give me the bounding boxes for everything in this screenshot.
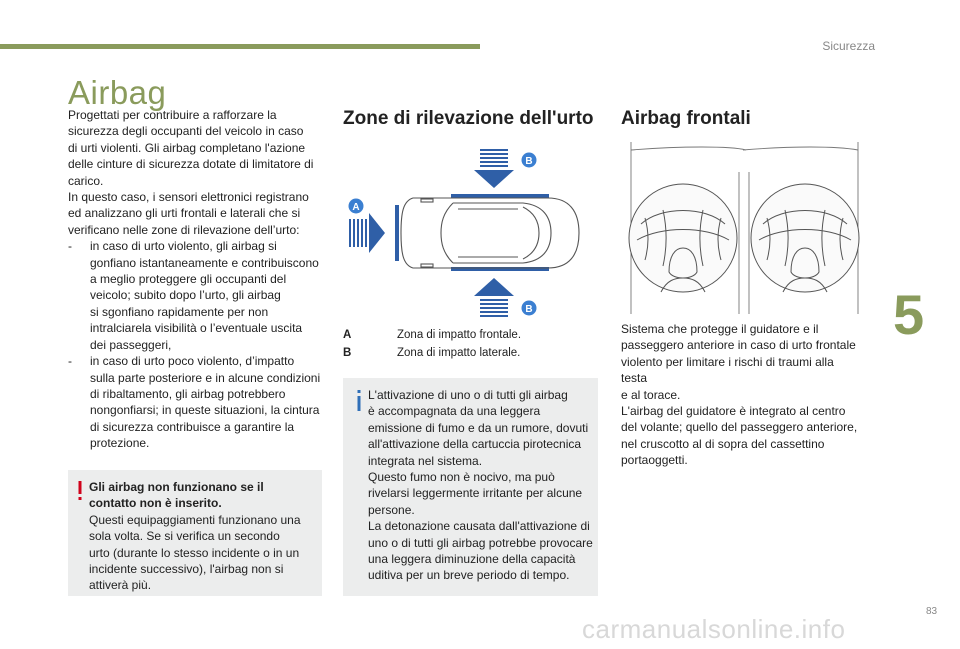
bullet-line: protezione. xyxy=(90,436,150,451)
frontal-line: e al torace. xyxy=(621,387,681,402)
label-a-badge xyxy=(348,198,364,214)
legend-row: B Zona di impatto laterale. xyxy=(343,347,598,365)
side-impact-arrow-top xyxy=(474,149,514,188)
info-line: è accompagnata da una leggera xyxy=(368,404,541,419)
label-b-bottom: B xyxy=(525,304,532,315)
info-line: Questo fumo non è nocivo, ma può xyxy=(368,470,555,485)
front-impact-arrow xyxy=(349,213,385,253)
intro-text: Progettati per contribuire a rafforzare … xyxy=(68,107,324,452)
frontal-airbags-heading: Airbag frontali xyxy=(621,108,751,129)
intro-line: carico. xyxy=(68,173,104,188)
warning-box xyxy=(68,470,322,596)
warning-line: attiverà più. xyxy=(89,578,152,593)
info-line: L'attivazione di uno o di tutti gli airb… xyxy=(368,388,568,402)
impact-zones-heading: Zone di rilevazione dell'urto xyxy=(343,108,594,129)
intro-line: ed analizzano gli urti frontali e latera… xyxy=(68,206,301,221)
info-line: persone. xyxy=(368,502,415,517)
bullet-line: si sgonfiano rapidamente per non xyxy=(90,304,269,319)
bullet-item: - in caso di urto poco violento, d’impat… xyxy=(68,353,324,451)
warning-line: urto (durante lo stesso incidente o in u… xyxy=(89,545,300,560)
intro-line: verificano nelle zone di rilevazione del… xyxy=(68,222,300,237)
bullet-line: in caso di urto poco violento, d’impatto xyxy=(90,354,295,369)
bullet-line: veicolo; subito dopo l’urto, gli airbag xyxy=(90,288,281,303)
bullet-line: a meglio proteggere gli occupanti del xyxy=(90,272,287,287)
info-line: rivelarsi leggermente irritante per alcu… xyxy=(368,486,583,501)
info-line: all'attivazione della cartuccia pirotecn… xyxy=(368,437,582,452)
info-icon xyxy=(357,390,361,411)
info-line: una leggera diminuzione della capacità xyxy=(368,552,576,567)
driver-airbag xyxy=(628,183,738,293)
bullet-line: di ribaltamento, gli airbag potrebbero xyxy=(90,386,286,401)
side-impact-arrow-bottom xyxy=(474,278,514,317)
header-bar xyxy=(0,44,480,49)
bullet-line: di sicurezza contribuisce a garantire la xyxy=(90,419,295,434)
intro-line: di urti violenti. Gli airbag completano … xyxy=(68,140,306,155)
bullet-line: intralciarela visibilità o l’eventuale u… xyxy=(90,321,303,336)
intro-line: Progettati per contribuire a rafforzare … xyxy=(68,108,277,122)
legend-key: B xyxy=(343,347,352,359)
intro-line: In questo caso, i sensori elettronici re… xyxy=(68,190,309,205)
frontal-line: portaoggetti. xyxy=(621,453,688,468)
impact-zones-diagram: B A B xyxy=(348,149,580,317)
frontal-line: nel cruscotto al di sopra del cassettino xyxy=(621,436,825,451)
intro-line: sicurezza degli occupanti del veicolo in… xyxy=(68,124,304,139)
label-b-top-badge xyxy=(521,152,537,168)
legend-key: A xyxy=(343,329,352,341)
bullet-item: - in caso di urto violento, gli airbag s… xyxy=(68,238,324,353)
bullet-line: gonfiano istantaneamente e contribuiscon… xyxy=(90,255,319,270)
frontal-line: del volante; quello del passeggero anter… xyxy=(621,420,858,435)
intro-line: delle cinture di sicurezza dotate di lim… xyxy=(68,157,314,172)
info-text: L'attivazione di uno o di tutti gli airb… xyxy=(368,387,594,584)
frontal-line: violento per limitare i rischi di traumi… xyxy=(621,354,834,386)
warning-bold-line: Gli airbag non funzionano se il xyxy=(89,480,264,494)
info-line: emissione di fumo e da un rumore, dovuti xyxy=(368,420,589,435)
label-b-bottom-badge xyxy=(521,300,537,316)
info-line: uno o di tutti gli airbag potrebbe provo… xyxy=(368,535,593,550)
frontal-airbags-illustration xyxy=(628,142,860,314)
frontal-airbags-text: Sistema che protegge il guidatore e il p… xyxy=(621,321,861,469)
bullet-line: dei passeggeri, xyxy=(90,337,172,352)
car-top-view xyxy=(395,194,580,271)
warning-line: sola volta. Se si verifica un secondo xyxy=(89,529,280,544)
passenger-airbag xyxy=(750,183,860,293)
label-a: A xyxy=(352,202,359,213)
page-title: Airbag xyxy=(68,74,167,111)
warning-bold-line: contatto non è inserito. xyxy=(89,496,222,511)
legend-row: A Zona di impatto frontale. xyxy=(343,329,598,347)
info-line: uditiva per un breve periodo di tempo. xyxy=(368,568,570,583)
legend-text: Zona di impatto frontale. xyxy=(397,329,522,341)
warning-line: Questi equipaggiamenti funzionano una xyxy=(89,512,301,527)
zone-legend: A Zona di impatto frontale. B Zona di im… xyxy=(343,329,598,365)
warning-line: incidente successivo), l'airbag non si xyxy=(89,562,284,577)
frontal-line: Sistema che protegge il guidatore e il xyxy=(621,322,819,336)
warning-text: Gli airbag non funzionano se il contatto… xyxy=(89,479,317,594)
bullet-dash: - xyxy=(68,354,72,369)
section-name: Sicurezza xyxy=(822,39,875,53)
info-line: La detonazione causata dall'attivazione … xyxy=(368,519,590,534)
page-number: 83 xyxy=(926,606,938,617)
bullet-dash: - xyxy=(68,239,72,254)
bullet-line: sulla parte posteriore e in alcune condi… xyxy=(90,370,321,385)
warning-exclamation-icon xyxy=(78,481,82,500)
info-line: integrata nel sistema. xyxy=(368,453,483,468)
frontal-line: L'airbag del guidatore è integrato al ce… xyxy=(621,404,846,419)
watermark: carmanualsonline.info xyxy=(582,614,846,644)
info-box xyxy=(343,378,598,596)
frontal-line: passeggero anteriore in caso di urto fro… xyxy=(621,338,856,353)
legend-text: Zona di impatto laterale. xyxy=(397,347,521,359)
bullet-line: nongonfiarsi; in queste situazioni, la c… xyxy=(90,403,320,418)
bullet-line: in caso di urto violento, gli airbag si xyxy=(90,239,277,254)
chapter-number: 5 xyxy=(893,283,925,346)
label-b-top: B xyxy=(525,156,532,167)
